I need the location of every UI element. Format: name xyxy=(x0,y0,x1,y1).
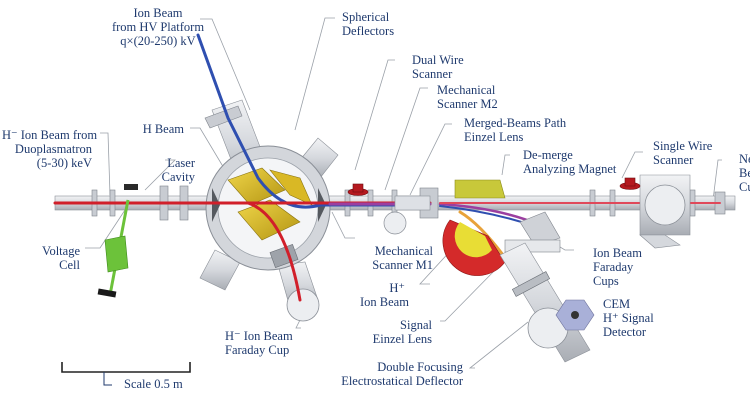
label-h-beam: H Beam xyxy=(142,122,184,136)
merged-beams-einzel-lens xyxy=(394,195,431,211)
right-cross-chamber xyxy=(639,174,691,249)
label-h-minus-source: H⁻ Ion Beam from Duoplasmatron (5-30) ke… xyxy=(2,128,98,170)
label-laser-cavity: Laser Cavity xyxy=(161,156,195,184)
label-neutral-beam-cup: Neutral Beam Cup xyxy=(739,152,750,194)
label-spherical-deflectors: Spherical Deflectors xyxy=(342,10,395,38)
label-merged-beams-einzel: Merged-Beams Path Einzel Lens xyxy=(464,116,567,144)
label-ion-beam-hv: Ion Beam from HV Platform q×(20-250) kV xyxy=(111,6,205,48)
scanners xyxy=(347,177,641,196)
double-focusing-deflector xyxy=(499,242,595,363)
demerge-magnet xyxy=(442,179,506,276)
h-minus-faraday-path xyxy=(246,201,302,302)
label-demerge-magnet: De-merge Analyzing Magnet xyxy=(523,148,617,176)
label-scale: Scale 0.5 m xyxy=(124,377,183,391)
ion-beam-faraday-cups xyxy=(519,211,561,247)
label-mechanical-scanner-m1: Mechanical Scanner M1 xyxy=(372,244,433,272)
label-cem-detector: CEM H⁺ Signal Detector xyxy=(603,297,654,339)
label-h-minus-faraday-cup: H⁻ Ion Beam Faraday Cup xyxy=(225,329,293,357)
label-voltage-cell: Voltage Cell xyxy=(42,244,80,272)
label-h-plus-beam: H⁺ Ion Beam xyxy=(360,281,409,309)
label-mechanical-scanner-m2: Mechanical Scanner M2 xyxy=(437,83,498,111)
label-dual-wire-scanner: Dual Wire Scanner xyxy=(412,53,464,81)
label-double-focusing: Double Focusing Electrostatical Deflecto… xyxy=(341,360,463,388)
label-signal-einzel: Signal Einzel Lens xyxy=(372,318,432,346)
label-single-wire-scanner: Single Wire Scanner xyxy=(653,139,713,167)
scale-bar xyxy=(61,362,191,386)
spherical-deflector-chamber xyxy=(199,99,339,322)
voltage-cell xyxy=(97,184,138,298)
label-ion-beam-faraday-cups: Ion Beam Faraday Cups xyxy=(593,246,642,288)
